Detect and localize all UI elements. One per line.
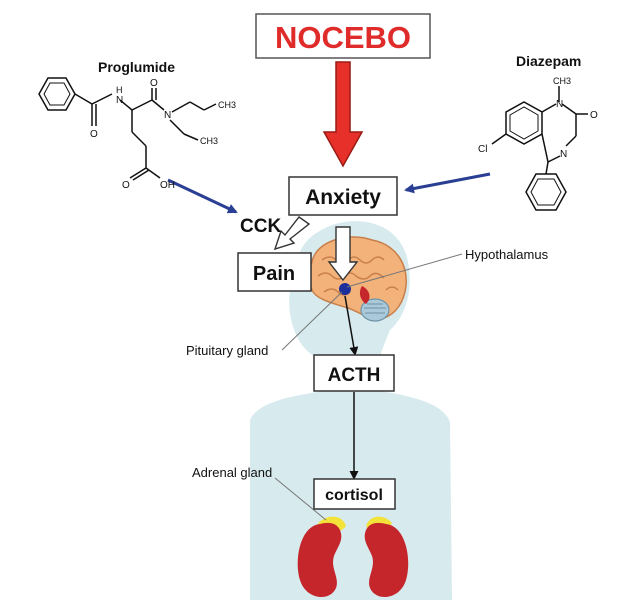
diazepam-to-anxiety-arrow [404,172,491,194]
svg-text:OH: OH [160,180,175,191]
svg-text:N: N [164,110,171,121]
pain-box: Pain [237,252,312,292]
kidneys [297,516,409,598]
brain-fold [317,272,385,280]
svg-text:O: O [590,110,598,121]
anxiety-to-hypothalamus-arrow [327,226,359,282]
benzene-ring-proglumide [38,77,76,111]
anxiety-box: Anxiety [288,176,398,216]
pituitary-leader [281,291,343,351]
diazepam-structure: Diazepam N CH3 O N Cl [478,53,598,211]
brain-fold [385,286,399,291]
svg-text:O: O [122,180,130,191]
proglumide-to-cck-arrow [167,178,238,214]
nocebo-arrow [322,61,364,168]
hypothalamus-label: Hypothalamus [465,247,549,262]
proglumide-structure: Proglumide N H O O N CH3 CH3 O OH [38,59,236,191]
cck-label: CCK [240,216,281,237]
anxiety-label: Anxiety [305,186,381,209]
svg-text:CH3: CH3 [218,100,236,110]
pituitary-gland-label: Pituitary gland [186,343,268,358]
phenyl-ring-diazepam [525,173,567,211]
svg-text:CH3: CH3 [553,76,571,86]
acth-label: ACTH [328,365,381,386]
svg-text:O: O [150,78,158,89]
hypothalamus-leader [346,253,463,288]
kidney-right [364,522,409,598]
brainstem-red [359,286,370,304]
brain-illustration [308,236,407,322]
kidney-left [297,522,342,598]
pituitary-to-acth-arrow [344,295,359,356]
benzo-ring-diazepam [505,101,543,145]
svg-text:H: H [116,85,123,95]
cortisol-label: cortisol [325,487,383,504]
adrenal-gland-label: Adrenal gland [192,465,272,480]
adrenal-leader [274,477,327,521]
cortisol-box: cortisol [313,478,396,510]
acth-box: ACTH [313,354,395,392]
svg-text:N: N [556,99,563,110]
svg-text:N: N [116,95,123,106]
svg-text:CH3: CH3 [200,136,218,146]
anxiety-to-pain-arrow [273,216,311,251]
pain-label: Pain [253,263,295,285]
brain-fold [321,256,385,264]
svg-text:O: O [90,129,98,140]
diazepam-name: Diazepam [516,53,581,69]
svg-text:N: N [560,149,567,160]
nocebo-label: NOCEBO [275,20,411,55]
nocebo-box: NOCEBO [255,13,431,59]
proglumide-name: Proglumide [98,59,175,75]
svg-text:Cl: Cl [478,144,487,155]
